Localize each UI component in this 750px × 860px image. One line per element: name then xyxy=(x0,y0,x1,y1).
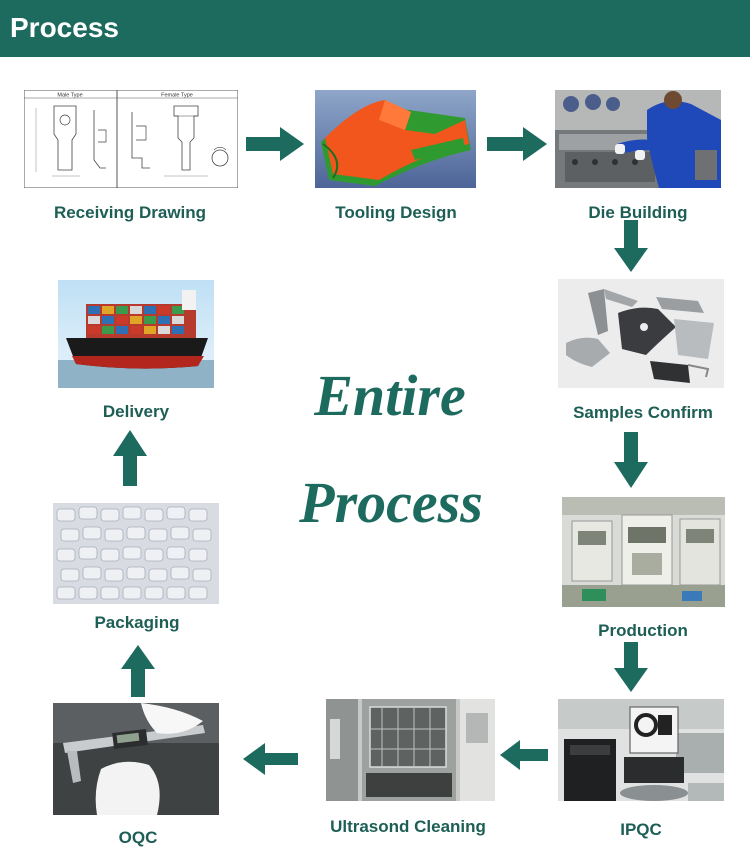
center-title-line1: Entire xyxy=(314,363,466,428)
step-label-ipqc: IPQC xyxy=(620,820,662,839)
step-label-packaging: Packaging xyxy=(94,613,180,632)
arrow-left-1 xyxy=(500,740,548,770)
step-label-oqc: OQC xyxy=(118,828,158,847)
arrow-up-1 xyxy=(121,645,155,697)
arrow-right-1 xyxy=(246,127,304,161)
cad-model-image xyxy=(315,90,476,188)
measuring-instrument-image xyxy=(558,699,724,801)
metal-samples-image xyxy=(558,279,724,388)
packaged-parts-image xyxy=(53,503,219,604)
step-label-die-building: Die Building xyxy=(588,203,688,222)
worker-building-die-image xyxy=(555,90,721,188)
arrow-down-1 xyxy=(614,220,648,272)
drawing-right-title: Female Type xyxy=(161,93,193,99)
arrow-right-2 xyxy=(487,127,547,161)
page-title: Process xyxy=(10,12,119,43)
step-label-samples-confirm: Samples Confirm xyxy=(573,403,713,422)
center-title-line2: Process xyxy=(299,470,483,535)
step-label-production: Production xyxy=(598,621,688,640)
step-label-tooling-design: Tooling Design xyxy=(335,203,457,222)
caliper-inspection-image xyxy=(53,703,219,815)
header-bar: Process xyxy=(0,0,750,57)
cargo-ship-image xyxy=(58,280,214,388)
technical-drawing-image: Male Type Female Type xyxy=(24,90,238,188)
cleaning-tank-image xyxy=(326,699,495,801)
arrow-left-2 xyxy=(243,743,298,775)
step-label-ultrasond-cleaning: Ultrasond Cleaning xyxy=(330,817,486,836)
arrow-down-2 xyxy=(614,432,648,488)
step-label-delivery: Delivery xyxy=(102,402,170,421)
arrow-up-2 xyxy=(113,430,147,486)
arrow-down-3 xyxy=(614,642,648,692)
press-machines-image xyxy=(562,497,725,607)
drawing-left-title: Male Type xyxy=(57,93,82,99)
step-label-receiving-drawing: Receiving Drawing xyxy=(53,203,207,222)
